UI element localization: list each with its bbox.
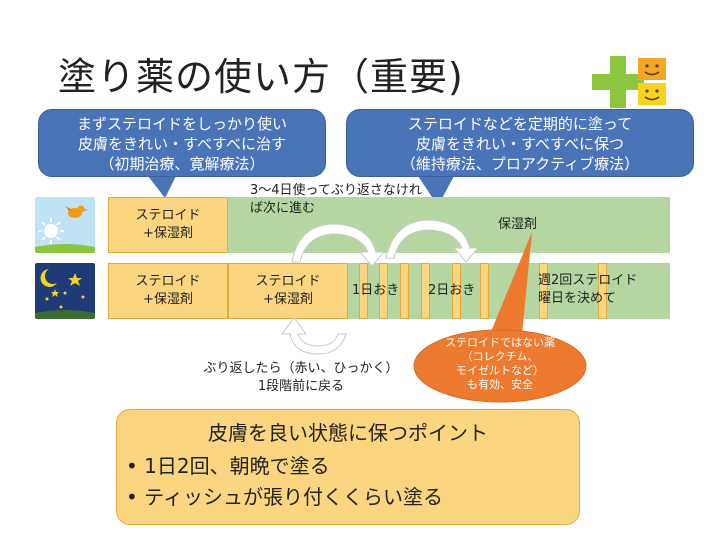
night-steroid-2-line-2: +保湿剤 (263, 292, 313, 307)
twice-weekly-label: 週2回ステロイド 曜日を決めて (538, 272, 668, 308)
every-other-day-label: 1日おき (352, 283, 400, 298)
clinic-logo-icon (592, 56, 668, 108)
steroid-day-marker (452, 263, 461, 319)
every-two-days-label: 2日おき (428, 283, 476, 298)
callout-maintenance-treatment: ステロイドなどを定期的に塗って 皮膚をきれい・すべすべに保つ （維持療法、プロア… (346, 109, 694, 177)
callout-right-line-3: （維持療法、プロアクティブ療法） (400, 155, 640, 173)
callout-left-line-3: （初期治療、寛解療法） (99, 155, 265, 173)
relapse-line-2: 1段階前に戻る (257, 379, 345, 394)
key-point-2: • ティッシュが張り付くくらい塗る (126, 485, 443, 509)
night-steroid-2-line-1: ステロイド (255, 274, 321, 289)
callout-initial-treatment: まずステロイドをしっかり使い 皮膚をきれい・すべすべに治す （初期治療、寛解療法… (38, 109, 326, 177)
key-point-1: • 1日2回、朝晩で塗る (126, 454, 330, 478)
steroid-day-marker (480, 263, 489, 319)
callout-right-line-2: 皮膚をきれい・すべすべに保つ (416, 135, 624, 153)
night-steroid-1-line-2: +保湿剤 (143, 292, 193, 307)
progress-note: 3〜4日使ってぶり返さなければ次に進む (250, 183, 422, 216)
night-steroid-box-2: ステロイド +保湿剤 (228, 263, 348, 319)
non-steroid-medicine-note: ステロイドではない薬 （コレクチム、 モイゼルトなど） も有効、安全 (420, 336, 580, 392)
twice-weekly-line-1: 週2回ステロイド (538, 273, 638, 288)
callout-right-line-1: ステロイドなどを定期的に塗って (407, 115, 633, 133)
relapse-note: ぶり返したら（赤い、ひっかく） 1段階前に戻る (186, 360, 416, 396)
key-point-1-text: 1日2回、朝晩で塗る (144, 454, 330, 478)
steroid-day-marker (421, 263, 430, 319)
slide-title: 塗り薬の使い方（重要) (58, 55, 464, 99)
night-steroid-box-1: ステロイド +保湿剤 (108, 263, 228, 319)
callout-left-line-1: まずステロイドをしっかり使い (76, 115, 287, 133)
day-moisturizer-label: 保湿剤 (498, 217, 538, 232)
relapse-line-1: ぶり返したら（赤い、ひっかく） (203, 361, 399, 376)
callout-left-line-2: 皮膚をきれい・すべすべに治す (78, 135, 286, 153)
steroid-day-marker (379, 263, 388, 319)
day-steroid-line-2: +保湿剤 (143, 226, 193, 241)
night-steroid-1-line-1: ステロイド (135, 274, 201, 289)
steroid-day-marker (598, 263, 607, 319)
steroid-day-marker (539, 263, 548, 319)
steroid-day-marker (359, 263, 368, 319)
key-points-title: 皮膚を良い状態に保つポイント (208, 421, 488, 445)
bubble-line-1: ステロイドではない薬 (445, 336, 555, 349)
day-steroid-box: ステロイド +保湿剤 (108, 197, 228, 253)
key-points-box (116, 409, 580, 525)
daytime-sun-bird-icon (35, 197, 95, 253)
bubble-line-3: モイゼルトなど） (456, 364, 544, 377)
steroid-day-marker (400, 263, 409, 319)
twice-weekly-line-2: 曜日を決めて (538, 291, 617, 306)
nighttime-moon-stars-icon (35, 263, 95, 319)
bubble-line-2: （コレクチム、 (461, 350, 539, 363)
day-steroid-line-1: ステロイド (135, 208, 201, 223)
bubble-line-4: も有効、安全 (467, 378, 533, 391)
key-point-2-text: ティッシュが張り付くくらい塗る (144, 485, 443, 509)
